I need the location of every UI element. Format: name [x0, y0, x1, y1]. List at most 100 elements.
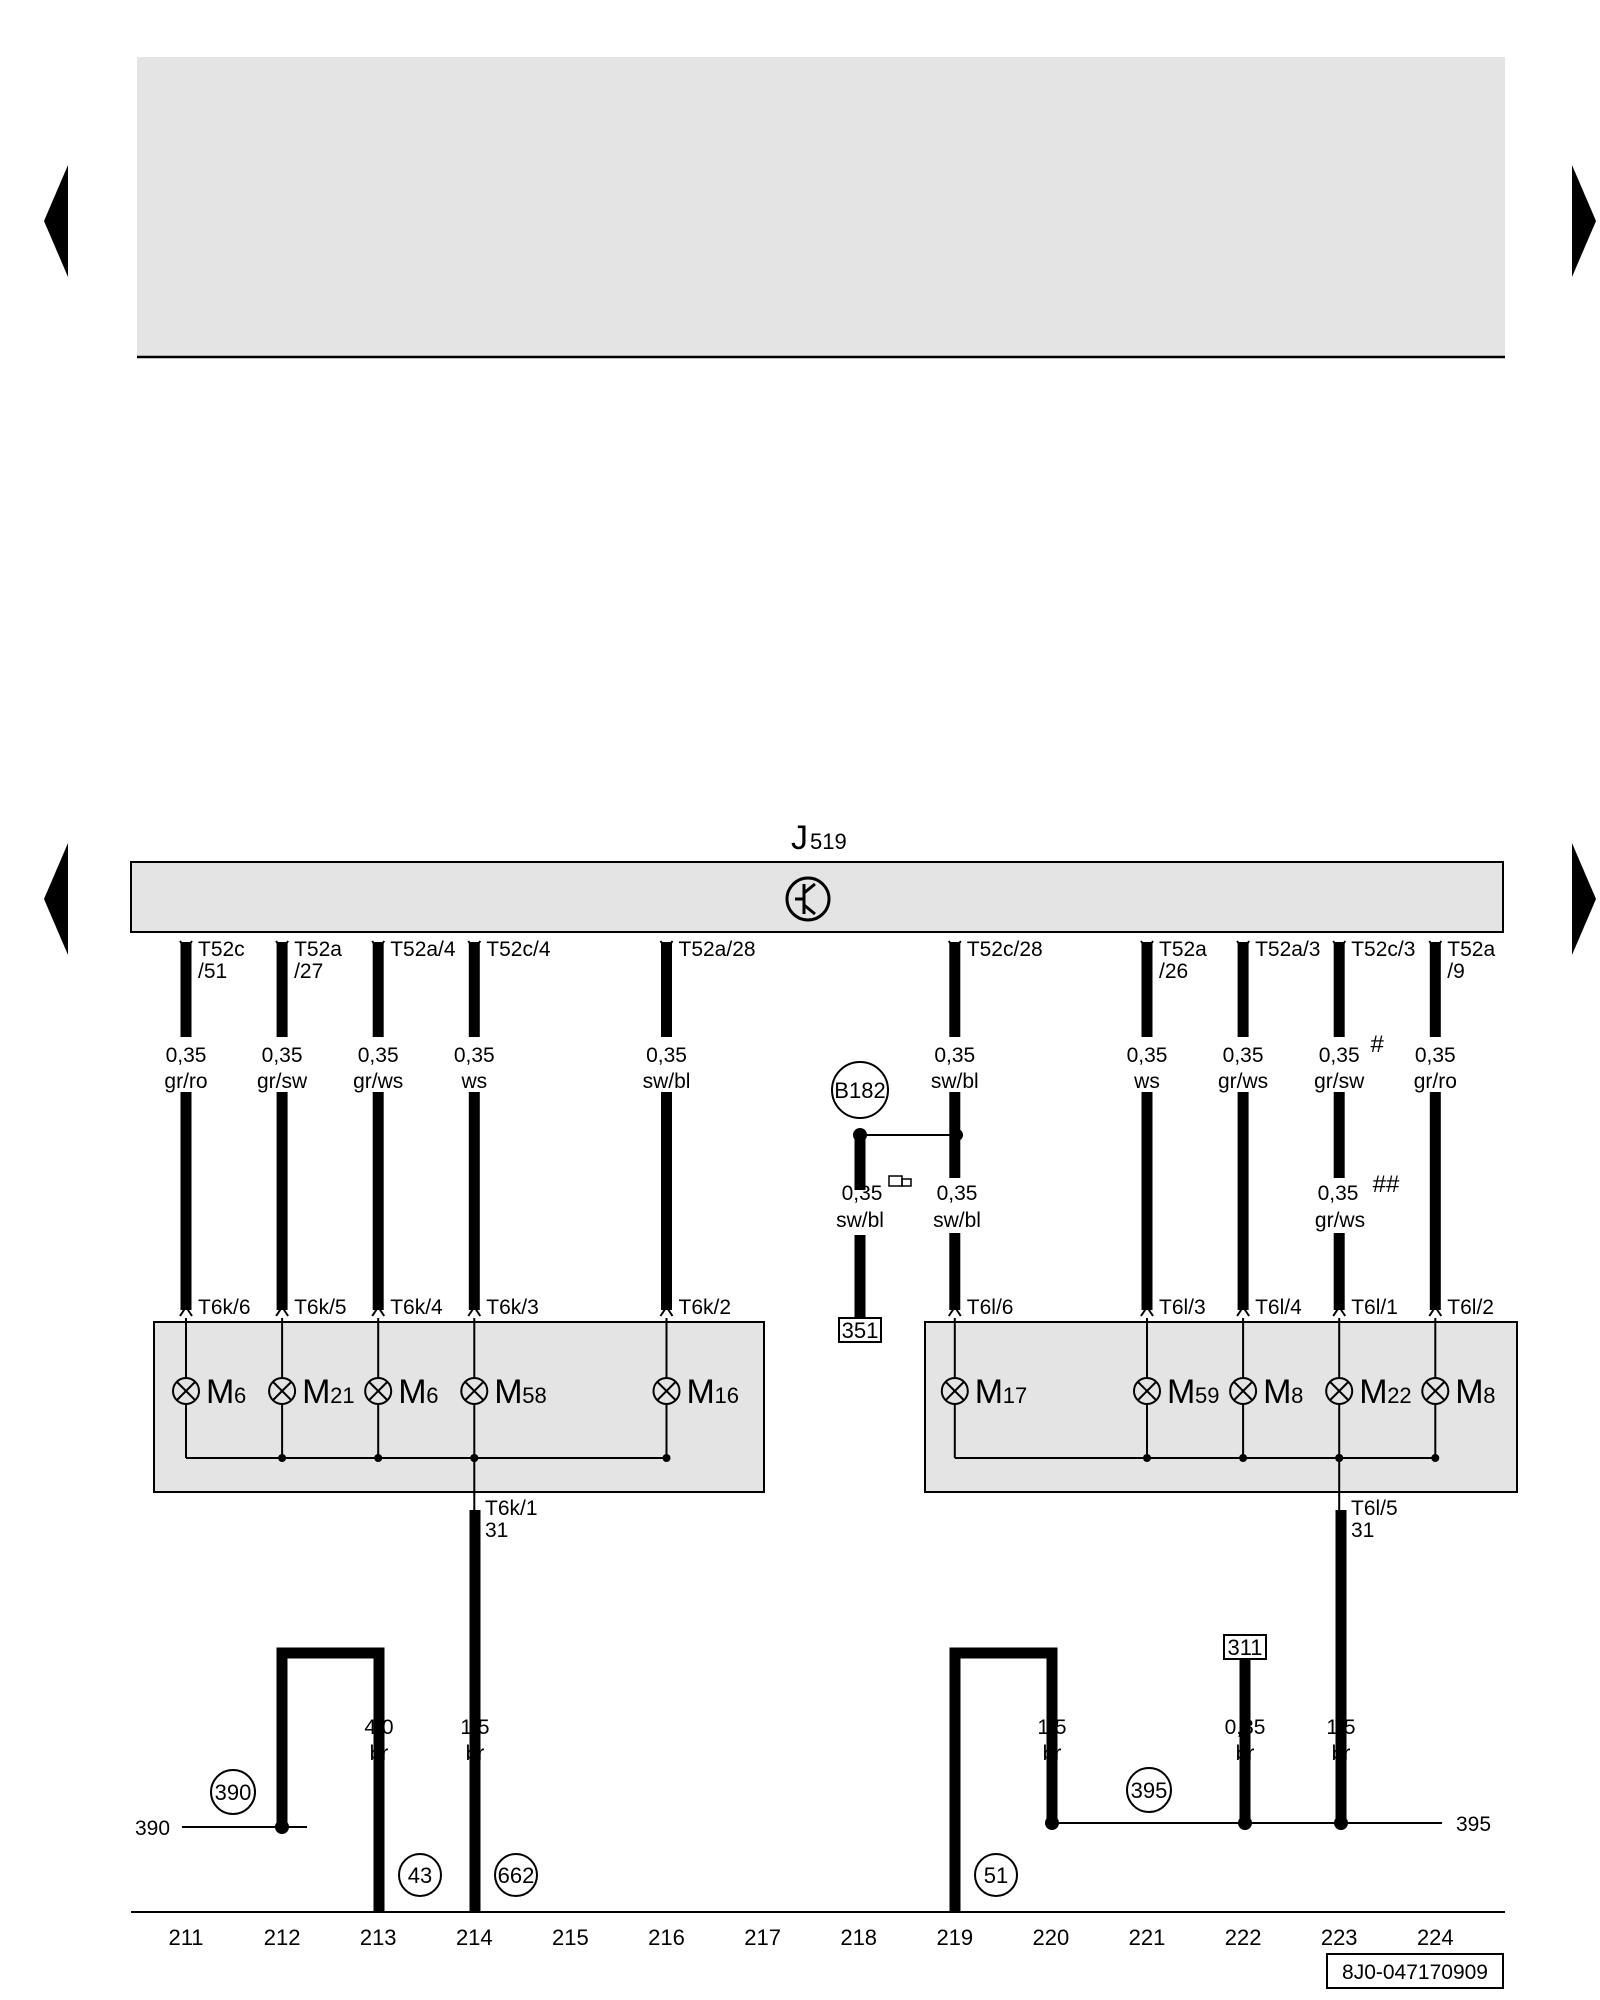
wire-220-color: br	[1043, 1742, 1062, 1765]
wire-221-top-pin-2: /26	[1159, 960, 1188, 983]
bulb-name-216: M	[687, 1373, 715, 1411]
electronic-symbol-icon	[785, 876, 831, 922]
wire-213-bottom-pin-icon	[371, 1305, 386, 1317]
bus-390-badge-text: 390	[215, 1780, 252, 1805]
wire-212-size: 0,35	[262, 1044, 303, 1067]
wire-216-color: sw/bl	[643, 1070, 691, 1093]
wire-214-top-pin: T52c/4	[486, 938, 551, 961]
wire-213-top-pin: T52a/4	[390, 938, 456, 961]
bulb-icon-213-cross-b	[368, 1381, 388, 1401]
ref-box-351	[838, 1317, 882, 1343]
wire-223-lower-color: gr/ws	[1315, 1209, 1365, 1232]
column-221: 221	[1129, 1925, 1166, 1950]
bulb-icon-224-cross-b	[1425, 1381, 1446, 1401]
left-ground-size: 1,5	[460, 1716, 489, 1739]
bulb-bus-node-213	[374, 1454, 383, 1462]
wire-213-bottom-pin: T6k/4	[390, 1296, 443, 1319]
bus-390-label: 390	[135, 1817, 170, 1840]
doc-number-box	[1326, 1953, 1504, 1989]
bulb-icon-223-cross-b	[1329, 1381, 1349, 1401]
bulb-icon-222-cross-b	[1233, 1381, 1253, 1401]
bulb-name-222: M	[1263, 1373, 1291, 1411]
wire-213-size: 4,0	[364, 1716, 393, 1739]
wire-219-bottom-pin-icon	[947, 1305, 962, 1317]
wire-212-color: gr/sw	[257, 1070, 308, 1093]
bulb-icon-212-cross-b	[272, 1381, 292, 1401]
wire-212-top-pin: T52a	[294, 938, 342, 961]
bulb-bus-node-224	[1431, 1454, 1440, 1462]
wire-224-label-gap	[1405, 1037, 1466, 1092]
ground-662: 662	[498, 1863, 535, 1888]
wire-223-lower-mark: ##	[1373, 1171, 1400, 1198]
wire-222-bottom-pin: T6l/4	[1255, 1296, 1302, 1319]
bus-395-badge-text: 395	[1131, 1778, 1168, 1803]
ref-box-311	[1223, 1634, 1267, 1660]
wire-214-label-gap	[444, 1037, 505, 1092]
wire-216-size: 0,35	[646, 1044, 687, 1067]
bulb-bus-node-221	[1143, 1454, 1151, 1462]
right-ground-size: 1,5	[1326, 1716, 1355, 1739]
wire-219-lower-color: sw/bl	[933, 1209, 981, 1232]
bulb-icon-219-cross-b	[945, 1381, 965, 1401]
wire-222-size: 0,35	[1223, 1044, 1264, 1067]
wire-214-bottom-pin-icon	[467, 1305, 482, 1317]
wire-221-color: ws	[1133, 1070, 1160, 1093]
bulb-icon-211-cross-b	[176, 1381, 196, 1401]
wire-212-bottom-pin: T6k/5	[294, 1296, 347, 1319]
wire-219-size: 0,35	[934, 1044, 975, 1067]
wire-213-color: br	[370, 1742, 389, 1765]
column-218: 218	[840, 1925, 877, 1950]
bulb-name-214: M	[494, 1373, 522, 1411]
wire-224-color: gr/ro	[1414, 1070, 1457, 1093]
bulb-name-213: M	[398, 1373, 426, 1411]
electronic-symbol-emitter	[803, 903, 816, 916]
wire-219-220-loop	[949, 1647, 1058, 1912]
bulb-sub-213: 6	[426, 1383, 438, 1408]
wire-211-top-pin: T52c	[198, 938, 245, 961]
splice-wire-color: sw/bl	[836, 1209, 884, 1232]
bulb-bus-node-222	[1239, 1454, 1248, 1462]
wire-224-top-pin-icon	[1428, 940, 1443, 952]
wire-213-top-pin-icon	[371, 940, 386, 952]
wire-216-bottom-pin: T6k/2	[679, 1296, 732, 1319]
column-215: 215	[552, 1925, 589, 1950]
right-ground-color: br	[1332, 1742, 1351, 1765]
prev-page-arrow-top-icon[interactable]	[44, 165, 68, 277]
wire-216-top-pin: T52a/28	[679, 938, 756, 961]
control-unit-name: J	[791, 819, 808, 857]
right-ground-pin: T6l/5	[1351, 1497, 1398, 1520]
bulb-icon-221-cross-b	[1137, 1381, 1157, 1401]
ground-43: 43	[408, 1863, 432, 1888]
wire-222-color: gr/ws	[1218, 1070, 1268, 1093]
header-panel	[137, 57, 1505, 357]
wire-211-bottom-pin-icon	[179, 1305, 193, 1317]
prev-page-arrow-icon[interactable]	[44, 843, 68, 955]
ground-badge-662	[494, 1853, 538, 1897]
wire-222-size: 0,35	[1225, 1716, 1266, 1739]
wire-223-bottom-pin: T6l/1	[1351, 1296, 1398, 1319]
bulb-name-224: M	[1455, 1373, 1483, 1411]
wire-224-top-pin: T52a	[1447, 938, 1495, 961]
next-page-arrow-top-icon[interactable]	[1572, 165, 1596, 277]
bus-395-label: 395	[1456, 1813, 1491, 1836]
bulb-icon-216-cross-b	[656, 1381, 677, 1401]
left-ground-color: br	[466, 1742, 485, 1765]
wire-223-bottom-pin-icon	[1332, 1305, 1347, 1317]
wire-224-bottom-pin-icon	[1428, 1305, 1443, 1317]
wire-219-top-pin: T52c/28	[967, 938, 1043, 961]
splice-node-right	[951, 1129, 963, 1141]
wire-212-top-pin-2: /27	[294, 960, 323, 983]
wire-223-size: 0,35	[1319, 1044, 1360, 1067]
bulb-sub-222: 8	[1291, 1383, 1303, 1408]
bulb-icon-214-cross-b	[464, 1381, 485, 1401]
wire-222-color: br	[1236, 1742, 1255, 1765]
wire-224-top-pin-2: /9	[1447, 960, 1465, 983]
wire-211-top-pin-icon	[179, 940, 193, 952]
next-page-arrow-icon[interactable]	[1572, 843, 1596, 955]
doc-number: 8J0-047170909	[1342, 1961, 1488, 1984]
wire-216-bottom-pin-icon	[659, 1305, 674, 1317]
wire-212-bottom-pin-icon	[275, 1305, 289, 1317]
